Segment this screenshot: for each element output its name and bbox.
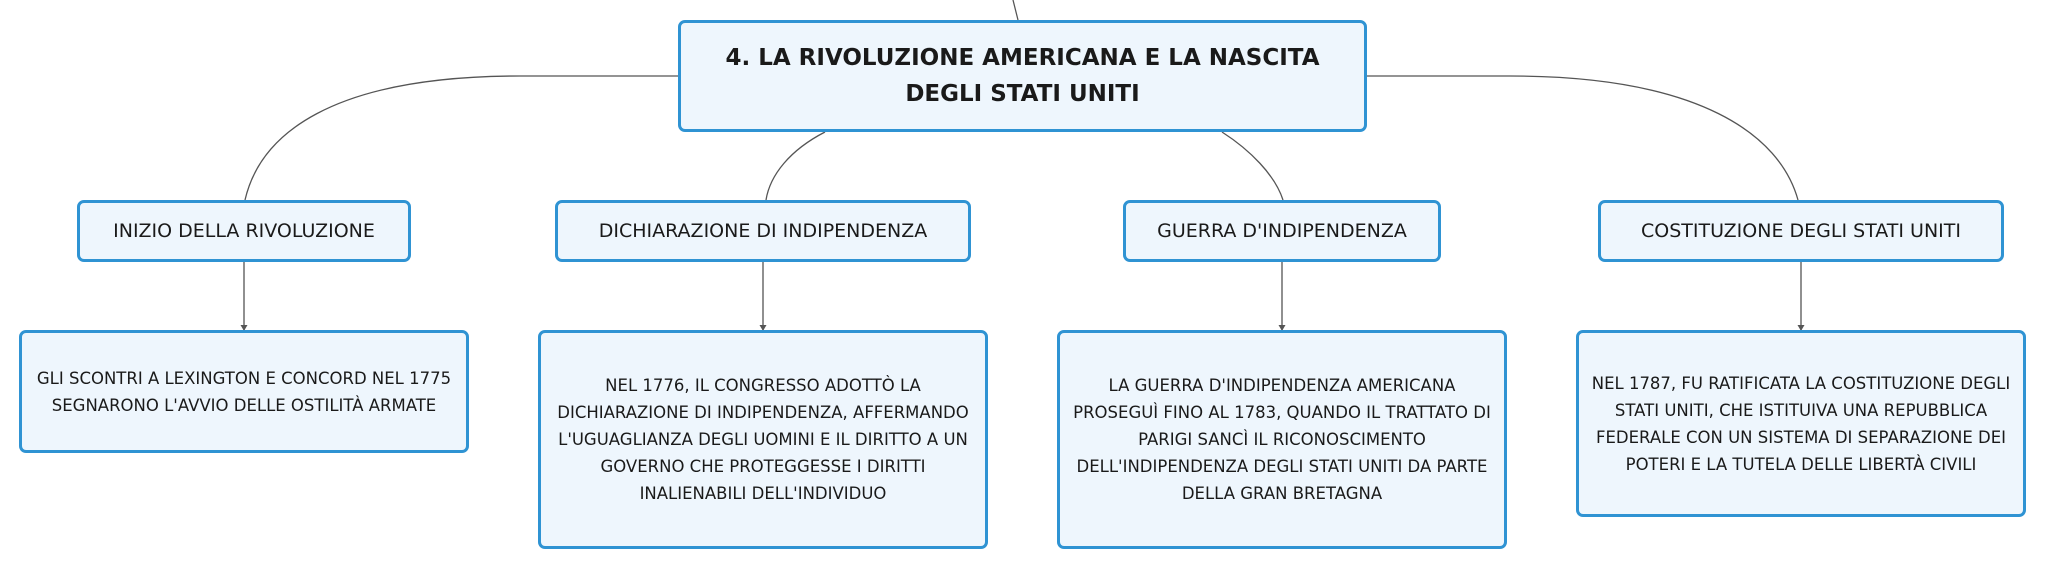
topic-node-guerra-indipendenza[interactable]: GUERRA D'INDIPENDENZA bbox=[1123, 200, 1441, 262]
topic-label: COSTITUZIONE DEGLI STATI UNITI bbox=[1641, 220, 1961, 242]
topic-node-dichiarazione-indipendenza[interactable]: DICHIARAZIONE DI INDIPENDENZA bbox=[555, 200, 971, 262]
description-node-guerra-indipendenza[interactable]: LA GUERRA D'INDIPENDENZA AMERICANA PROSE… bbox=[1057, 330, 1507, 549]
topic-node-inizio-rivoluzione[interactable]: INIZIO DELLA RIVOLUZIONE bbox=[77, 200, 411, 262]
connector-root-to-topic-4 bbox=[1367, 75, 1799, 201]
description-node-costituzione[interactable]: NEL 1787, FU RATIFICATA LA COSTITUZIONE … bbox=[1576, 330, 2026, 517]
description-text: NEL 1776, IL CONGRESSO ADOTTÒ LA DICHIAR… bbox=[557, 376, 969, 503]
connector-root-to-topic-1 bbox=[244, 75, 678, 201]
connector-root-to-topic-3 bbox=[1221, 131, 1284, 201]
root-topic-title: 4. LA RIVOLUZIONE AMERICANA E LA NASCITA… bbox=[725, 45, 1320, 107]
connector-parent-to-root bbox=[1012, 0, 1019, 21]
topic-label: DICHIARAZIONE DI INDIPENDENZA bbox=[598, 220, 928, 242]
arrowhead-desc-3 bbox=[1278, 325, 1286, 331]
description-node-inizio-rivoluzione[interactable]: GLI SCONTRI A LEXINGTON E CONCORD NEL 17… bbox=[19, 330, 469, 453]
arrowhead-desc-1 bbox=[240, 325, 248, 331]
description-text: GLI SCONTRI A LEXINGTON E CONCORD NEL 17… bbox=[36, 368, 452, 415]
topic-label: GUERRA D'INDIPENDENZA bbox=[1157, 220, 1407, 242]
connector-root-to-topic-2 bbox=[765, 131, 826, 201]
description-text: LA GUERRA D'INDIPENDENZA AMERICANA PROSE… bbox=[1073, 376, 1491, 503]
description-text: NEL 1787, FU RATIFICATA LA COSTITUZIONE … bbox=[1591, 373, 2011, 474]
topic-label: INIZIO DELLA RIVOLUZIONE bbox=[113, 220, 375, 242]
description-node-dichiarazione-indipendenza[interactable]: NEL 1776, IL CONGRESSO ADOTTÒ LA DICHIAR… bbox=[538, 330, 988, 549]
arrowhead-desc-2 bbox=[759, 325, 767, 331]
arrowhead-desc-4 bbox=[1797, 325, 1805, 331]
root-topic-node[interactable]: 4. LA RIVOLUZIONE AMERICANA E LA NASCITA… bbox=[678, 20, 1367, 132]
topic-node-costituzione[interactable]: COSTITUZIONE DEGLI STATI UNITI bbox=[1598, 200, 2004, 262]
